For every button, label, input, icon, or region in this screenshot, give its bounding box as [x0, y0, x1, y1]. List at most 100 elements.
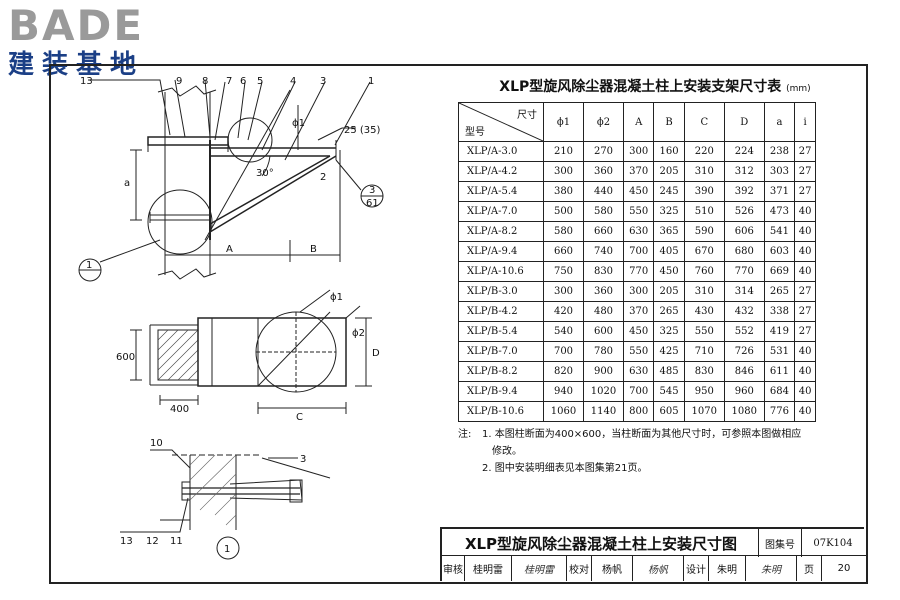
value-cell: 1060 [543, 401, 584, 422]
value-cell: 670 [683, 241, 725, 262]
value-cell: 900 [583, 361, 624, 382]
value-cell: 370 [622, 161, 655, 182]
value-cell: 40 [794, 221, 816, 242]
col-header: a [763, 102, 796, 142]
value-cell: 750 [543, 261, 584, 282]
col-header: A [622, 102, 655, 142]
value-cell: 205 [653, 281, 685, 302]
table-header-row: 尺寸 型号 ϕ1 ϕ2 A B C D a i [458, 102, 816, 142]
value-cell: 312 [723, 161, 765, 182]
value-cell: 265 [653, 301, 685, 322]
value-cell: 590 [683, 221, 725, 242]
table-unit: (mm) [786, 84, 811, 94]
detail-circle-bottom [147, 189, 213, 255]
value-cell: 210 [543, 141, 584, 162]
logo-word: BADE [8, 1, 145, 50]
value-cell: 425 [653, 341, 685, 362]
value-cell: 770 [723, 261, 765, 282]
value-cell: 552 [723, 321, 765, 342]
bracket-brace [209, 155, 337, 233]
model-cell: XLP/B-7.0 [458, 341, 544, 362]
col-header: D [723, 102, 765, 142]
table-title: XLP型旋风除尘器混凝土柱上安装支架尺寸表 (mm) [455, 76, 855, 96]
callout-3: 3 [320, 76, 326, 87]
callout-13b: 13 [120, 536, 133, 547]
label-a: a [124, 178, 130, 189]
value-cell: 605 [653, 401, 685, 422]
column-break-bottom [157, 268, 217, 280]
value-cell: 1140 [583, 401, 624, 422]
value-cell: 245 [653, 181, 685, 202]
bracket-arm [210, 147, 336, 157]
value-cell: 550 [622, 341, 655, 362]
value-cell: 370 [622, 301, 655, 322]
model-cell: XLP/B-3.0 [458, 281, 544, 302]
page-number: 20 [837, 563, 851, 574]
corner-bottom-label: 型号 [465, 127, 485, 138]
value-cell: 580 [583, 201, 624, 222]
detail-1-bottom: 1 [224, 544, 230, 555]
value-cell: 450 [622, 321, 655, 342]
value-cell: 760 [683, 261, 725, 282]
value-cell: 540 [543, 321, 584, 342]
label-25-35: 25 (35) [344, 125, 381, 136]
value-cell: 300 [543, 281, 584, 302]
value-cell: 380 [543, 181, 584, 202]
atlas-number: 07K104 [813, 537, 853, 549]
value-cell: 726 [723, 341, 765, 362]
label-angle: 30° [256, 168, 274, 179]
value-cell: 776 [763, 401, 796, 422]
designer-name: 朱明 [709, 556, 746, 581]
value-cell: 669 [763, 261, 796, 282]
value-cell: 270 [583, 141, 624, 162]
label-phi2-plan: ϕ2 [352, 328, 365, 339]
label-A: A [226, 244, 233, 255]
note-1: 1. 本图柱断面为400×600，当柱断面为其他尺寸时，可参照本图做相应 [482, 429, 802, 440]
value-cell: 830 [583, 261, 624, 282]
notes-label: 注: [458, 429, 472, 440]
value-cell: 541 [763, 221, 796, 242]
value-cell: 238 [763, 141, 796, 162]
drawing-title: XLP型旋风除尘器混凝土柱上安装尺寸图 [440, 527, 760, 557]
value-cell: 700 [622, 381, 655, 402]
value-cell: 365 [653, 221, 685, 242]
value-cell: 480 [583, 301, 624, 322]
model-cell: XLP/A-10.6 [458, 261, 544, 282]
label-phi1: ϕ1 [292, 118, 305, 129]
detail-3-den: 61 [366, 198, 379, 209]
value-cell: 432 [723, 301, 765, 322]
value-cell: 390 [683, 181, 725, 202]
callout-3b: 3 [300, 454, 306, 465]
value-cell: 680 [723, 241, 765, 262]
value-cell: 770 [622, 261, 655, 282]
value-cell: 220 [683, 141, 725, 162]
detail-3-num: 3 [369, 185, 375, 196]
value-cell: 531 [763, 341, 796, 362]
model-cell: XLP/B-9.4 [458, 381, 544, 402]
table-title-text: XLP型旋风除尘器混凝土柱上安装支架尺寸表 [499, 79, 782, 95]
value-cell: 660 [543, 241, 584, 262]
value-cell: 450 [653, 261, 685, 282]
model-cell: XLP/A-3.0 [458, 141, 544, 162]
value-cell: 1020 [583, 381, 624, 402]
value-cell: 314 [723, 281, 765, 302]
value-cell: 325 [653, 201, 685, 222]
model-cell: XLP/B-8.2 [458, 361, 544, 382]
value-cell: 300 [622, 281, 655, 302]
value-cell: 740 [583, 241, 624, 262]
dim-AB-line [164, 150, 341, 262]
value-cell: 710 [683, 341, 725, 362]
callout-10: 10 [150, 438, 163, 449]
value-cell: 419 [763, 321, 796, 342]
value-cell: 27 [794, 321, 816, 342]
callout-12: 12 [146, 536, 159, 547]
